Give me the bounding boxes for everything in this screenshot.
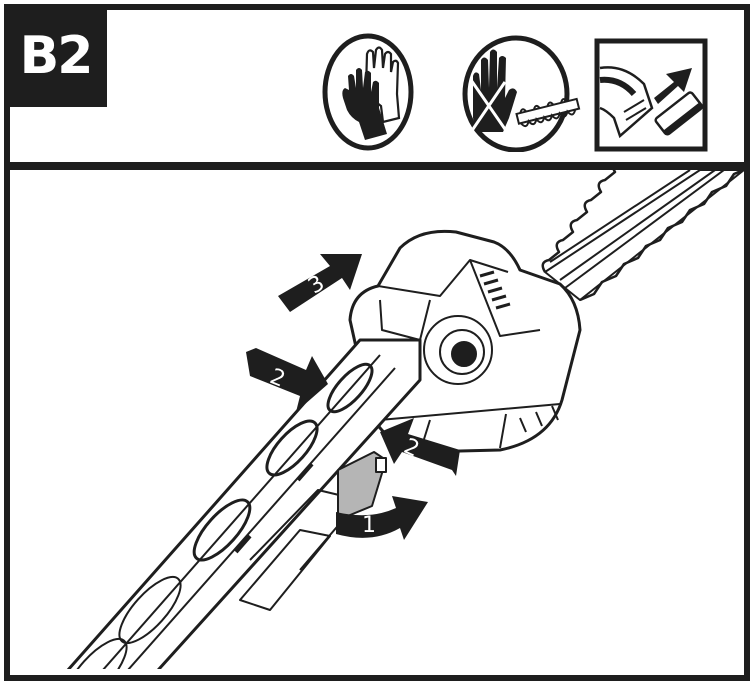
locking-latch — [337, 451, 387, 521]
remove-battery-icon — [594, 38, 708, 152]
step-badge: B2 — [4, 4, 107, 107]
cutting-blade — [541, 170, 744, 302]
hedge-trimmer-illustration: 3 2 2 1 — [64, 170, 744, 669]
arrow-2-left: 2 — [246, 348, 328, 412]
arrow-2-right: 2 — [380, 418, 460, 476]
trimmer-head — [348, 229, 582, 454]
wear-gloves-icon — [322, 33, 414, 151]
no-hands-near-blade-icon — [462, 35, 581, 152]
page-frame — [4, 4, 750, 681]
header-divider — [4, 162, 750, 170]
svg-text:1: 1 — [362, 513, 376, 538]
arrow-3: 3 — [278, 254, 362, 312]
arrow-1: 1 — [336, 496, 428, 540]
